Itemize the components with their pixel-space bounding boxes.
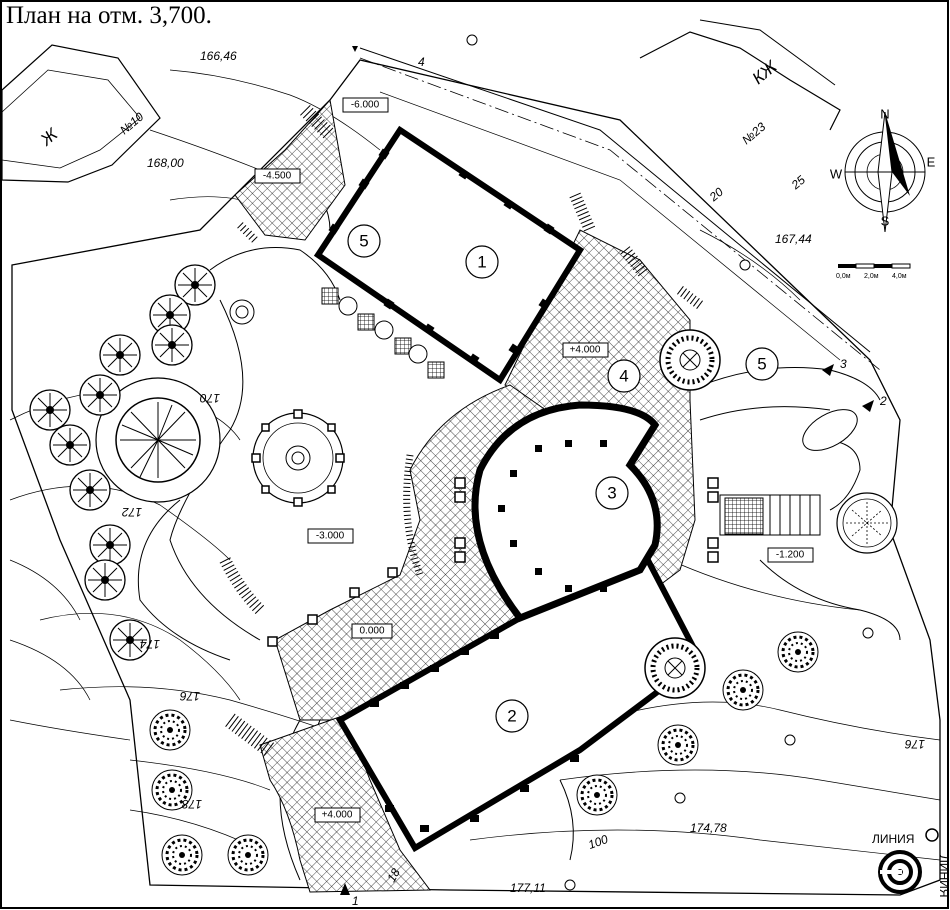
- level-label: -4.500: [263, 171, 292, 182]
- neighbor-building-right: [639, 31, 841, 131]
- level-label: -1.200: [776, 550, 805, 561]
- compass-e: E: [927, 155, 936, 170]
- entry-number: 3: [840, 357, 847, 371]
- building-numbers: 1 2 3 4 5 5: [347, 224, 779, 733]
- neighbor-right-number: №23: [739, 119, 768, 147]
- building-number: 5: [757, 355, 766, 374]
- scale-label: 2,0м: [864, 273, 879, 280]
- label-18: 18: [384, 866, 403, 885]
- contour-lines: [9, 69, 941, 861]
- level-markers: -6.000 -4.500 +4.000 -3.000 0.000 -1.200…: [254, 97, 814, 823]
- entry-number: 4: [418, 55, 425, 69]
- level-label: +4.000: [322, 810, 353, 821]
- round-tower-east: [659, 329, 721, 391]
- site-boundary: [11, 59, 941, 896]
- compass-n: N: [880, 107, 889, 122]
- contour-label: 174: [140, 637, 160, 651]
- neighbor-right-n20: 20: [706, 185, 726, 205]
- building-number: 3: [607, 484, 616, 503]
- north-arrow-icon: N S E W: [830, 107, 936, 233]
- planter-row: [321, 287, 445, 379]
- building-1: [313, 125, 585, 385]
- contour-label: 176: [905, 737, 925, 751]
- compass-w: W: [830, 167, 843, 182]
- neighbor-right-n25: 25: [788, 173, 808, 193]
- fountain-garden: [251, 409, 345, 507]
- logo-text-vertical: ЛИНИЯ: [937, 855, 950, 897]
- building-3: [471, 401, 661, 623]
- contour-label: 172: [122, 505, 142, 519]
- elevation-label: 168,00: [147, 156, 184, 170]
- neighbor-left-number: №10: [117, 109, 146, 137]
- neighbor-building-left: [1, 44, 161, 183]
- round-tower-south: [644, 637, 706, 699]
- elevation-label: 177,11: [510, 881, 546, 895]
- neighbor-left-type: Ж: [36, 124, 62, 150]
- level-label: -3.000: [316, 531, 345, 542]
- logo-text: ЛИНИЯ: [872, 832, 914, 846]
- fountain-east: [836, 492, 898, 554]
- elevation-label: 174,78: [690, 821, 727, 835]
- compass-s: S: [881, 214, 890, 229]
- entry-markers: 1 2 3 4: [340, 46, 887, 908]
- elevation-label: 167,44: [775, 232, 812, 246]
- neighbor-right-type: КЖ: [749, 56, 782, 88]
- contour-label: 178: [182, 797, 202, 811]
- contour-label: 170: [200, 391, 220, 405]
- east-entrance-stair: [707, 477, 821, 563]
- tree-bed-large: [95, 377, 221, 503]
- label-100: 100: [586, 832, 610, 852]
- level-label: -6.000: [351, 100, 380, 111]
- contour-label: 176: [180, 689, 200, 703]
- elevation-label: 166,46: [200, 49, 237, 63]
- level-label: +4.000: [570, 345, 601, 356]
- building-number: 5: [359, 232, 368, 251]
- building-number: 4: [619, 367, 628, 386]
- scale-label: 0,0м: [836, 273, 851, 280]
- logo: ЛИНИЯ ЛИНИЯ: [872, 828, 950, 897]
- page-title: План на отм. 3,700.: [6, 2, 212, 29]
- paving-south: [259, 714, 431, 893]
- scale-label: 4,0м: [892, 273, 907, 280]
- building-number: 1: [477, 253, 486, 272]
- level-label: 0.000: [359, 626, 384, 637]
- scale-bar: 0,0м 2,0м 4,0м: [836, 263, 911, 280]
- small-fountain: [229, 299, 255, 325]
- building-number: 2: [507, 707, 516, 726]
- entry-number: 2: [879, 394, 887, 408]
- entry-number: 1: [352, 894, 359, 908]
